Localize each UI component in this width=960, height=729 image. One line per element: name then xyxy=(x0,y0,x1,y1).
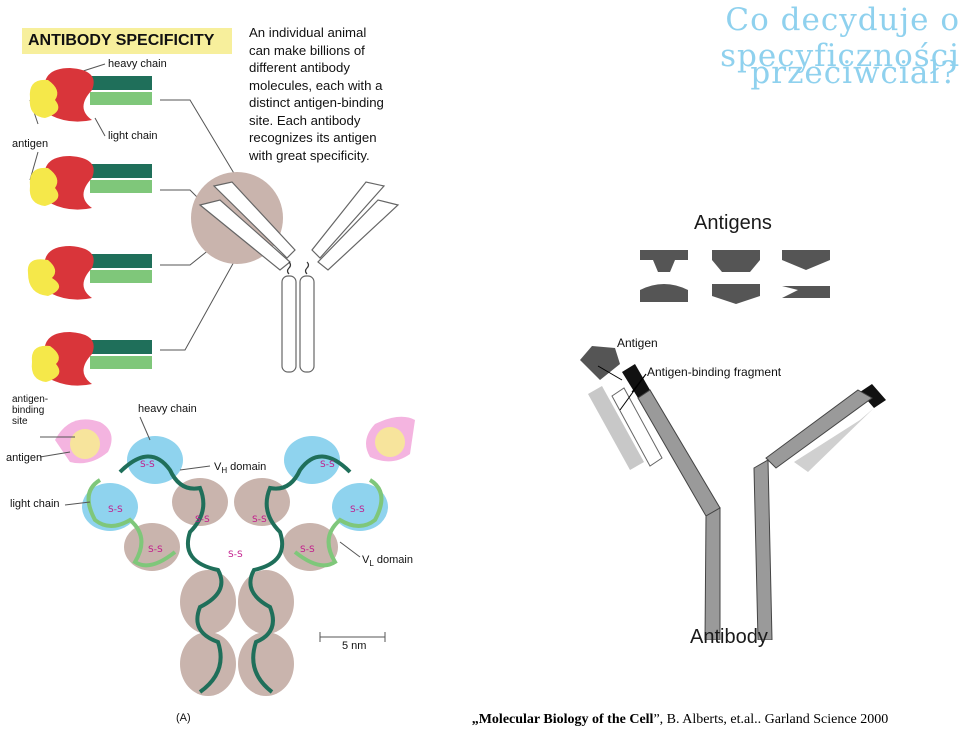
label-antigen-binding-fragment: Antigen-binding fragment xyxy=(647,365,782,379)
stem-left xyxy=(704,507,721,640)
antigens-bottom xyxy=(55,416,415,464)
slide-title-line1: Co decyduje o specyficzności xyxy=(720,2,960,74)
antibody-arm-1 xyxy=(29,68,152,122)
svg-text:S-S: S-S xyxy=(350,505,365,515)
antibody-domain-diagram: S-S S-S S-S S-S S-S S-S S-S S-S S-S xyxy=(39,416,415,696)
svg-text:S-S: S-S xyxy=(195,515,210,525)
label-scale: 5 nm xyxy=(342,640,367,652)
svg-text:S-S: S-S xyxy=(148,545,163,555)
antibody-arm-3 xyxy=(27,246,152,300)
antibody-arm-2 xyxy=(29,156,152,210)
light-chain-path xyxy=(86,478,384,568)
slide-title-line2: przeciwciał? xyxy=(750,55,958,91)
antibody-outline xyxy=(198,181,400,373)
label-antigens: Antigens xyxy=(694,212,772,234)
specificity-heading: ANTIBODY SPECIFICITY xyxy=(22,28,232,54)
heavy-chain-path xyxy=(118,454,352,694)
label-vh-domain: VH domain xyxy=(214,461,267,476)
label-antigen-top: antigen xyxy=(12,138,49,150)
left-arm xyxy=(580,346,721,517)
label-light-chain-top: light chain xyxy=(108,130,158,142)
svg-text:S-S: S-S xyxy=(140,460,155,470)
citation: „Molecular Biology of the Cell”, B. Albe… xyxy=(471,712,889,727)
disulfide-bonds: S-S S-S S-S S-S S-S S-S S-S S-S S-S xyxy=(108,460,365,560)
label-vl-domain: VL domain xyxy=(362,554,413,569)
label-panel-a: (A) xyxy=(176,712,191,724)
label-antigen-schematic: Antigen xyxy=(617,336,658,350)
label-heavy-chain-bottom: heavy chain xyxy=(138,403,197,415)
svg-text:S-S: S-S xyxy=(300,545,315,555)
antibody-schematic xyxy=(580,250,886,640)
label-light-chain-bottom: light chain xyxy=(10,498,60,510)
label-binding-site: antigen- binding site xyxy=(12,394,49,427)
svg-text:S-S: S-S xyxy=(228,550,243,560)
constant-domains xyxy=(124,478,338,696)
svg-text:S-S: S-S xyxy=(320,460,335,470)
right-arm xyxy=(765,384,886,472)
label-heavy-chain-top: heavy chain xyxy=(108,58,167,70)
svg-text:S-S: S-S xyxy=(252,515,267,525)
specificity-description: An individual animal can make billions o… xyxy=(249,25,384,163)
specificity-illustration xyxy=(27,63,400,386)
antibody-specificity-panel: ANTIBODY SPECIFICITY An individual anima… xyxy=(0,0,424,392)
antibody-arm-4 xyxy=(31,332,152,386)
stem-right xyxy=(753,459,773,640)
variable-domains xyxy=(82,436,388,531)
antigen-shapes xyxy=(640,250,830,304)
svg-text:S-S: S-S xyxy=(108,505,123,515)
label-antigen-bottom: antigen xyxy=(6,452,43,464)
label-antibody: Antibody xyxy=(690,626,768,648)
